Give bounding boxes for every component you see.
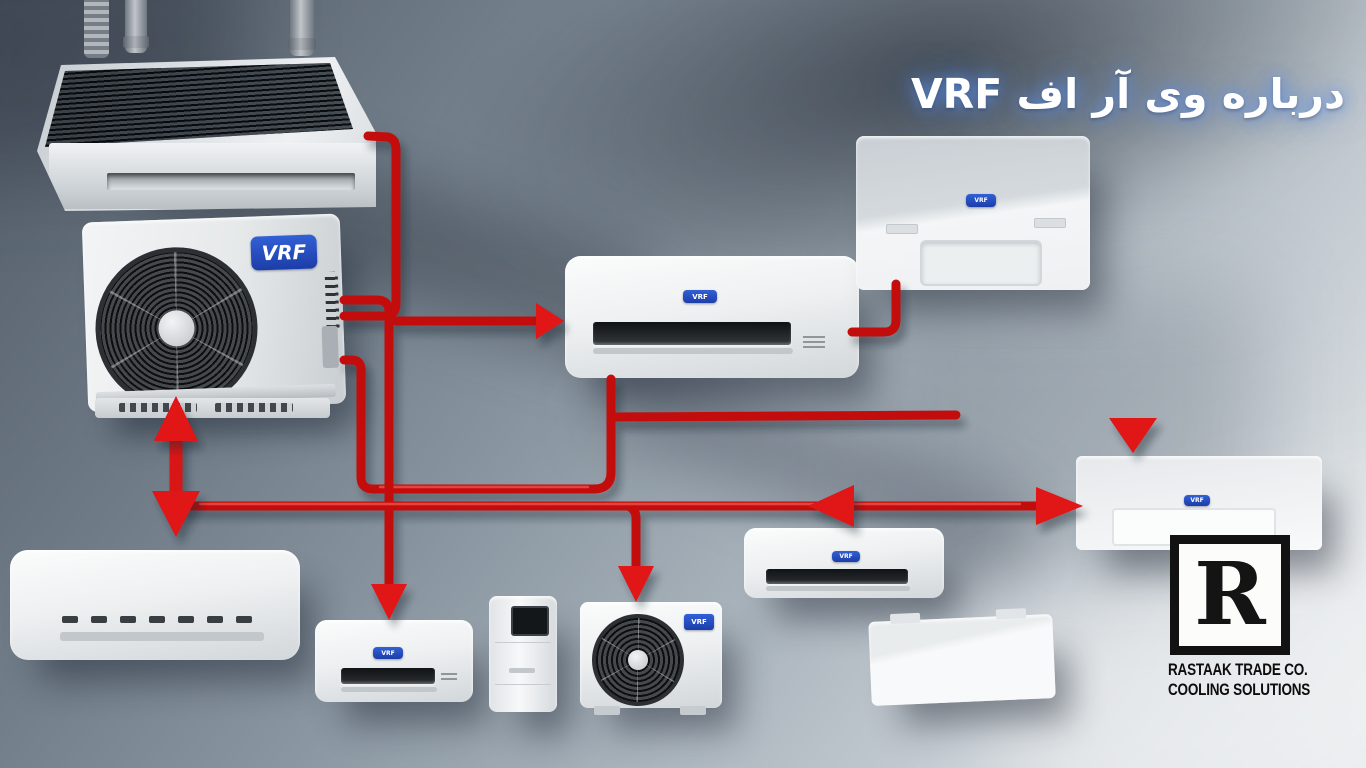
unit-foot [680,706,706,715]
panel-seam [495,642,551,643]
unit-foot [594,706,620,715]
refrigerant-riser-pipe [288,0,316,56]
indicator-vents [803,336,825,348]
cassette-panel [920,240,1042,286]
pipe-branch-mini-outdoor [623,501,641,573]
air-outlet-slot [593,322,791,345]
pipe-outdoor-branch-down [339,295,394,589]
vent-dash [120,616,136,623]
page-title: درباره وی آر اف VRF [910,70,1345,118]
cassette-indoor-unit: VRF [856,136,1090,290]
vent-dash [149,616,165,623]
ceiling-duct-unit [37,57,376,211]
vrf-outdoor-unit: VRF [81,213,347,413]
louver-lip [593,348,793,354]
fan-hub [628,650,648,670]
pipe-fitting [321,325,339,369]
control-display [511,606,549,636]
louver-lip [766,586,910,591]
cassette-vent [1034,218,1066,228]
company-tagline: COOLING SOLUTIONS [1168,680,1311,699]
brand-mark [509,668,535,673]
brand-badge: VRF [966,194,996,207]
brand-badge: VRF [832,551,860,562]
flex-duct-pipe [84,0,109,58]
air-outlet-slot [766,569,908,584]
pipe-branch-right [606,410,961,422]
tray-vents [215,403,293,412]
indicator-vents [441,670,457,680]
side-vents [324,271,340,329]
brand-badge-label: VRF [1190,497,1204,504]
brand-badge: VRF [373,647,403,659]
louver-lip [341,687,437,692]
wall-indoor-unit-center: VRF [565,256,859,378]
air-outlet-slot [341,668,435,684]
vrf-badge: VRF [250,234,318,271]
tray-vents [119,403,197,412]
mounting-tab [995,608,1027,620]
brand-badge-label: VRF [692,292,708,301]
logo-monogram: R [1194,544,1266,645]
company-name: RASTAAK TRADE CO. [1168,660,1308,679]
louver-lip [60,632,264,641]
brand-badge-label: VRF [381,649,395,657]
wall-indoor-unit-small: VRF [315,620,473,702]
vent-dash [236,616,252,623]
flow-arrow-right-wall-center [536,303,564,339]
floor-console-unit [489,596,557,712]
concealed-duct-unit [868,608,1056,706]
pipe-outdoor-to-wall-center [339,355,616,494]
flow-arrow-down-ceiling-unit [1109,418,1157,453]
brand-badge: VRF [683,290,717,303]
vent-dash [62,616,78,623]
pipe-collar [123,36,149,48]
vent-row [62,616,262,623]
logo-monogram-box: R [1170,535,1290,655]
flow-arrow-down-wall-small [371,584,407,620]
vent-dash [91,616,107,623]
brand-badge-label: VRF [839,553,853,560]
cassette-vent [886,224,918,234]
pipe-collar [288,38,316,50]
flow-arrow-down-main-line [152,491,200,537]
flow-arrow-down-mini-outdoor [618,566,654,602]
outdoor-unit-tray [95,398,330,418]
wall-indoor-unit-bottom: VRF [744,528,944,598]
wall-indoor-unit-large [10,550,300,660]
brand-badge-label: VRF [974,197,988,204]
fan-grille [592,614,684,706]
mini-outdoor-unit: VRF [580,602,722,715]
brand-badge-label: VRF [691,618,707,626]
brand-logo: R RASTAAK TRADE CO. COOLING SOLUTIONS [1168,535,1310,699]
mounting-tab [889,612,921,625]
flow-arrow-left-main-line [808,485,854,527]
vrf-badge-label: VRF [261,239,307,266]
fan-hub [157,309,196,347]
panel-seam [495,684,551,685]
vent-dash [178,616,194,623]
brand-badge: VRF [1184,495,1210,506]
vent-dash [207,616,223,623]
refrigerant-riser-pipe [123,0,149,53]
brand-badge: VRF [684,614,714,630]
air-outlet-slot [107,173,355,190]
